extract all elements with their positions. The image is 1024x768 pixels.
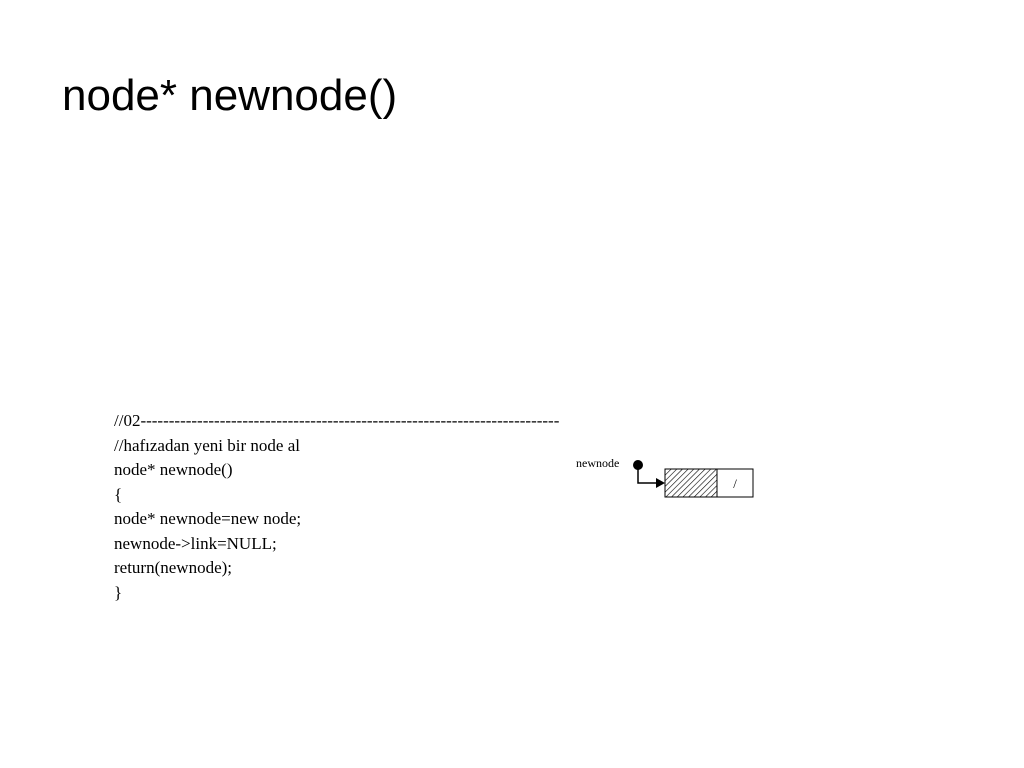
pointer-arrow-line <box>637 465 656 484</box>
code-line-close-brace: } <box>114 582 123 602</box>
code-line-open-brace: { <box>114 484 123 504</box>
code-line-link-null: newnode->link=NULL; <box>114 533 277 553</box>
code-line-allocation: node* newnode=new node; <box>114 509 302 528</box>
slide-title: node* newnode() <box>62 71 398 120</box>
code-line-comment: //hafızadan yeni bir node al <box>114 435 300 455</box>
linked-node-diagram: newnode / <box>576 456 754 498</box>
code-line-comment-separator: //02------------------------------------… <box>114 411 560 430</box>
code-line-signature: node* newnode() <box>114 460 233 479</box>
code-line-return: return(newnode); <box>114 558 233 577</box>
pointer-label: newnode <box>576 456 619 470</box>
code-figure: //02------------------------------------… <box>110 405 950 615</box>
node-data-field <box>664 468 718 498</box>
node-link-field <box>716 468 754 498</box>
pointer-arrowhead <box>656 478 665 488</box>
code-listing: //02------------------------------------… <box>114 409 559 605</box>
null-link-mark: / <box>733 476 737 491</box>
